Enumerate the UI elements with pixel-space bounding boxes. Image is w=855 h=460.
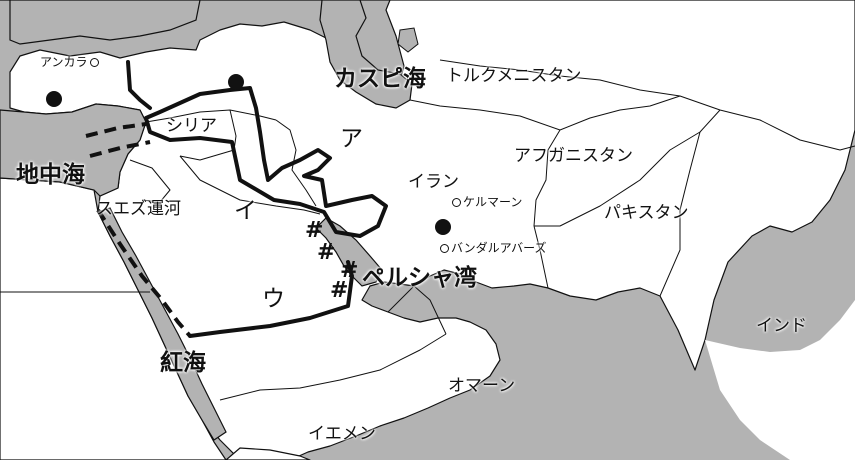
border-iraq-iran [275,119,317,207]
region-letter-i: イ [234,198,257,224]
border-iraq-saudi [179,155,321,215]
city-kerman: ケルマーン [452,196,522,208]
label-india: インド [756,316,807,336]
dashed-line-red-sea [96,208,192,338]
border-india-china [719,109,855,151]
label-caspian: カスピ海 [334,66,426,92]
hollow-circle-icon [452,198,461,207]
saudi-boundary-thick [188,260,354,338]
north-spur-thick [126,60,152,110]
city-ankara-label: アンカラ [40,55,88,69]
region-letter-a: ア [340,126,363,152]
border-iran-pak [533,225,549,289]
region-boundary-thick [144,86,388,238]
border-iran-afgh [533,129,561,227]
label-persian-gulf: ペルシャ湾 [362,265,477,291]
city-ankara: アンカラ [40,56,101,68]
red-sea [97,207,227,441]
label-suez-canal: スエズ運河 [96,199,181,219]
city-bandar-abbas: バンダルアバーズ [440,242,547,254]
label-red-sea: 紅海 [160,350,206,376]
landmass-horn [225,447,311,460]
border-saudi-uae [387,285,415,313]
label-afghanistan: アフガニスタン [514,146,633,166]
border-afgh-north [559,95,721,131]
landmass-india-south [705,300,855,460]
hash-icon: # [340,258,358,283]
border-pak-india [659,131,701,297]
hollow-circle-icon [440,244,449,253]
hash-icon: # [317,240,335,265]
city-bandar-abbas-label: バンダルアバーズ [451,241,547,255]
label-pakistan: パキスタン [604,203,689,223]
city-kerman-label: ケルマーン [463,195,523,209]
hollow-circle-icon [89,58,99,67]
filled-circle-icon [46,91,62,107]
label-iran: イラン [408,172,459,192]
border-turkey-syria [145,109,277,123]
border-turkmen-uzbek [439,59,681,97]
filled-circle-icon [228,74,244,90]
label-oman: オマーン [448,376,516,396]
hash-icon: # [330,278,348,303]
label-syria: シリア [166,116,217,136]
filled-circle-icon [435,219,451,235]
persian-gulf [315,217,383,287]
mediterranean-sea [0,103,147,197]
label-turkmenistan: トルクメニスタン [446,66,582,86]
label-mediterranean: 地中海 [16,162,85,188]
black-sea [9,0,201,45]
border-saudi-oman [413,285,447,335]
border-jordan [129,159,171,203]
border-iran-turkmen [409,99,561,131]
aral-sea [397,27,419,53]
label-yemen: イエメン [308,424,376,444]
dashed-line-mediterranean [85,122,147,138]
border-saudi-yemen [219,333,447,401]
dashed-line-levant [89,140,151,158]
hash-icon: # [305,218,323,243]
region-letter-u: ウ [262,286,285,312]
